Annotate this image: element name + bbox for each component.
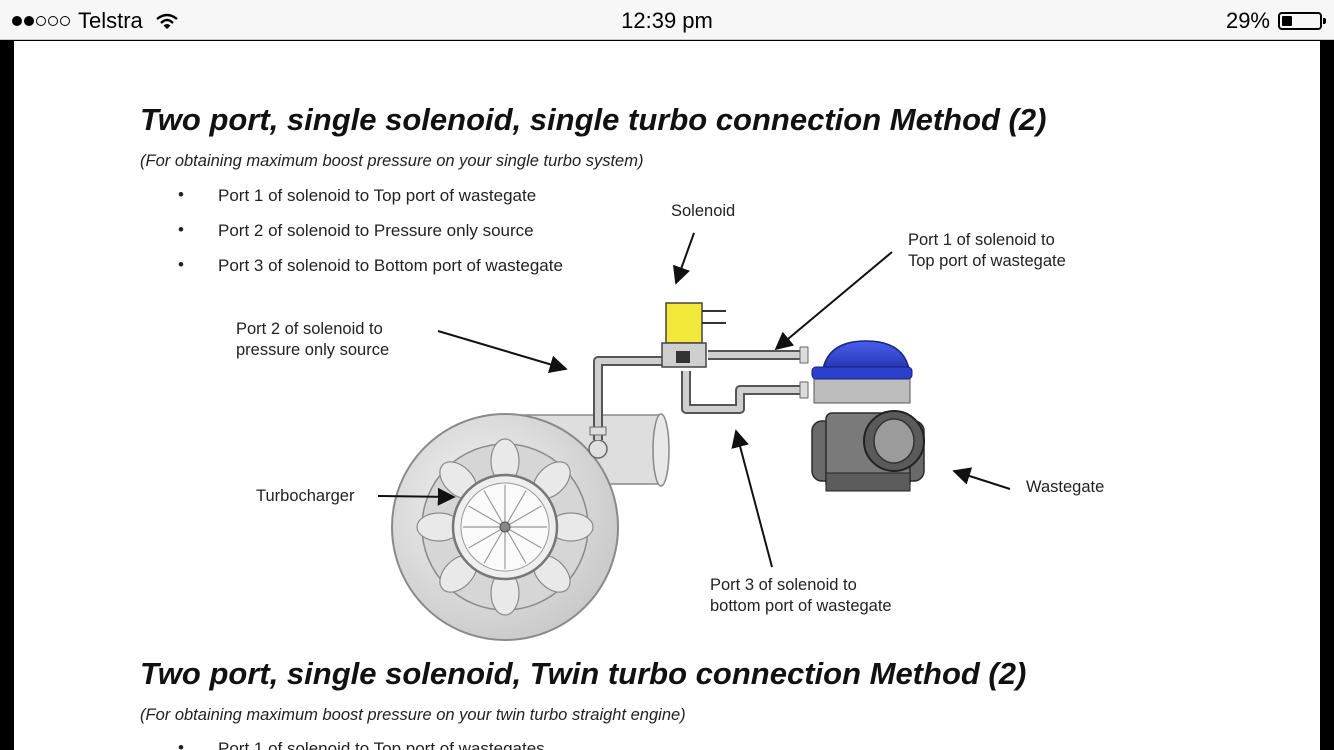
battery-percent: 29% xyxy=(1225,8,1270,33)
section1-subtitle: (For obtaining maximum boost pressure on… xyxy=(140,152,644,170)
label-solenoid: Solenoid xyxy=(671,202,735,220)
label-port2-line1: Port 2 of solenoid to xyxy=(236,320,383,338)
list-item: •Port 3 of solenoid to Bottom port of wa… xyxy=(178,255,563,275)
section2-bullet-list: •Port 1 of solenoid to Top port of waste… xyxy=(140,738,545,750)
compressor-wheel-blades xyxy=(463,485,547,569)
list-item: •Port 1 of solenoid to Top port of waste… xyxy=(140,738,545,750)
wastegate-drawing xyxy=(811,340,925,492)
label-turbocharger: Turbocharger xyxy=(256,487,355,505)
signal-dot xyxy=(48,16,58,26)
label-port3-line1: Port 3 of solenoid to xyxy=(710,576,857,594)
wheel-blade xyxy=(504,505,542,528)
hose-lines xyxy=(589,346,809,440)
wheel-blade xyxy=(468,526,506,549)
label-port2-line2: pressure only source xyxy=(236,341,389,359)
solenoid-drawing xyxy=(661,302,726,368)
bullet-icon: • xyxy=(178,220,184,239)
wheel-blade xyxy=(504,526,527,564)
carrier-name: Telstra xyxy=(78,8,143,33)
battery-nub xyxy=(1323,18,1326,24)
callout-arrows xyxy=(377,232,1011,568)
wifi-icon xyxy=(156,13,178,29)
document-page[interactable]: Two port, single solenoid, single turbo … xyxy=(14,41,1320,750)
label-port3-line2: bottom port of wastegate xyxy=(710,597,892,615)
wheel-blade xyxy=(483,490,506,528)
status-bar: Telstra 12:39 pm 29% xyxy=(0,0,1334,40)
signal-dot xyxy=(60,16,70,26)
bullet-icon: • xyxy=(178,255,184,274)
label-wastegate: Wastegate xyxy=(1026,478,1104,496)
section2-title: Two port, single solenoid, Twin turbo co… xyxy=(140,656,1027,691)
bullet-icon: • xyxy=(178,185,184,204)
turbo-connection-diagram: Solenoid Port 1 of solenoid to Top port … xyxy=(236,202,1104,641)
section1-bullet-list: •Port 1 of solenoid to Top port of waste… xyxy=(140,185,563,291)
wheel-blade xyxy=(504,490,527,528)
turbocharger-drawing xyxy=(391,413,670,641)
signal-dot xyxy=(36,16,46,26)
section2-subtitle: (For obtaining maximum boost pressure on… xyxy=(140,706,686,724)
label-port1-line2: Top port of wastegate xyxy=(908,252,1066,270)
wheel-blade xyxy=(468,505,506,528)
label-port1-line1: Port 1 of solenoid to xyxy=(908,231,1055,249)
list-item: •Port 1 of solenoid to Top port of waste… xyxy=(178,185,537,205)
list-item: •Port 2 of solenoid to Pressure only sou… xyxy=(178,220,534,240)
wheel-blade xyxy=(483,526,506,564)
signal-dot xyxy=(12,16,22,26)
battery-fill xyxy=(1282,16,1293,26)
clock: 12:39 pm xyxy=(621,8,713,33)
wheel-blade xyxy=(504,526,542,549)
signal-dot xyxy=(24,16,34,26)
signal-strength-icon xyxy=(12,16,70,26)
section1-title: Two port, single solenoid, single turbo … xyxy=(140,102,1047,137)
bullet-icon: • xyxy=(178,738,184,750)
battery-icon xyxy=(1278,12,1326,30)
